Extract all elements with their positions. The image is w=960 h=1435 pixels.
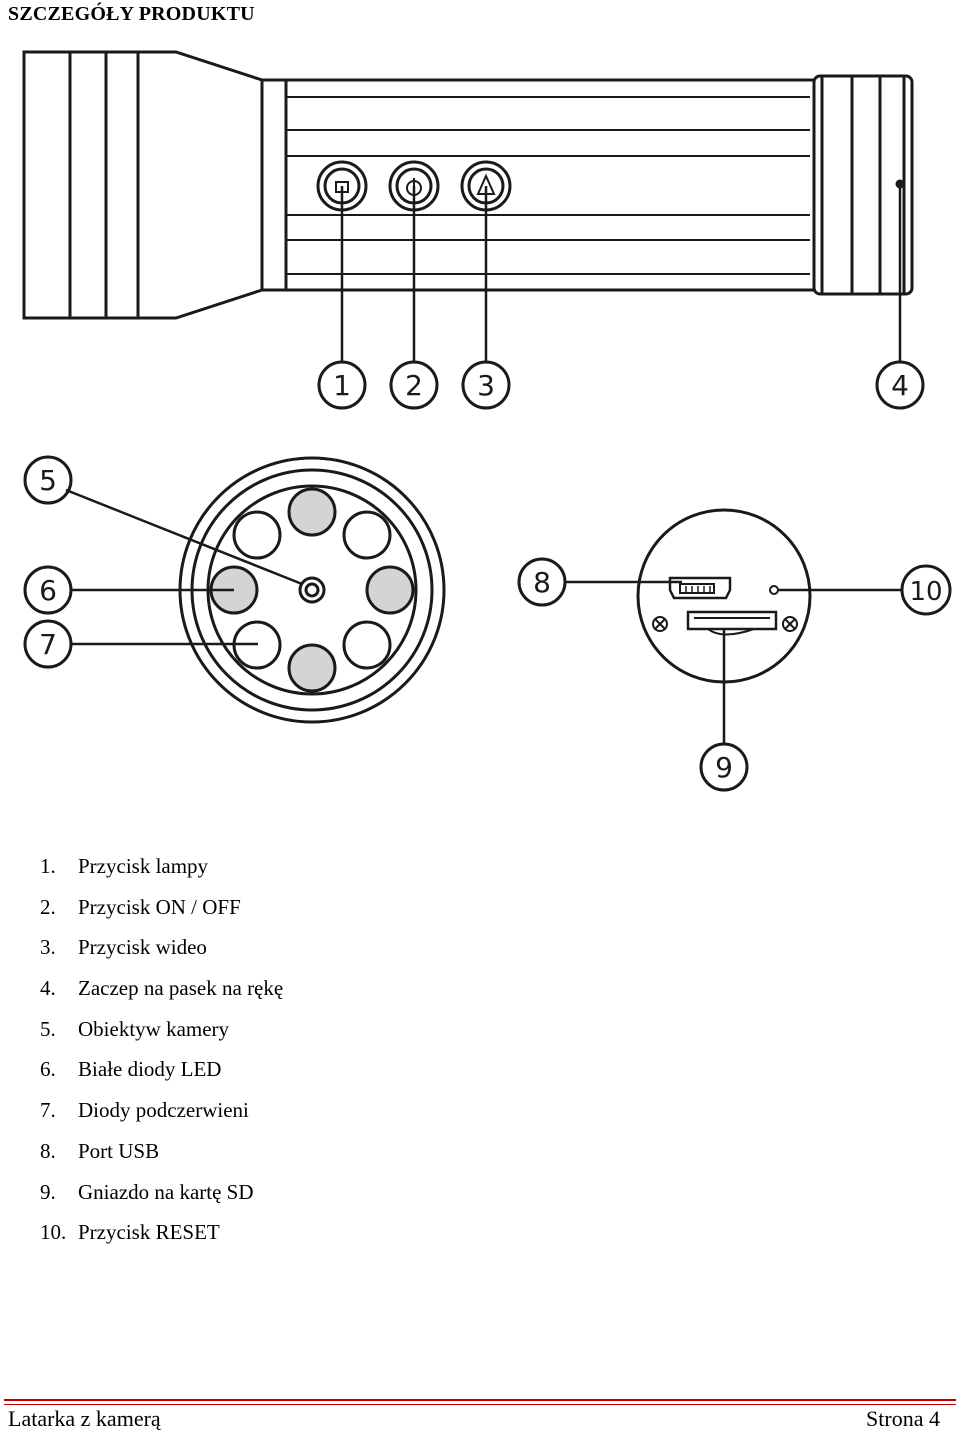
- legend-text: Przycisk RESET: [78, 1220, 220, 1245]
- legend-text: Port USB: [78, 1138, 160, 1163]
- callout-2: [389, 360, 439, 410]
- callout-label-1: 1: [333, 369, 351, 402]
- legend-item: 8. Port USB: [40, 1133, 283, 1174]
- footer-page-number: Strona 4: [866, 1406, 940, 1431]
- callout-label-4: 4: [891, 369, 909, 402]
- legend-item: 3. Przycisk wideo: [40, 929, 283, 970]
- callout-label-9: 9: [715, 751, 733, 784]
- legend-number: 7.: [40, 1098, 56, 1123]
- led-ir-bottom-right: [342, 620, 392, 670]
- led-white-top: [287, 487, 337, 537]
- flashlight-side-view: [22, 50, 914, 320]
- parts-legend: 1. Przycisk lampy 2. Przycisk ON / OFF 3. P…: [40, 848, 283, 1255]
- callout-10: [900, 564, 952, 616]
- legend-text: Obiektyw kamery: [78, 1016, 230, 1041]
- callout-4: [875, 360, 925, 410]
- product-diagram: 1 2 3 4 5 6 7 8 9 10: [22, 50, 952, 792]
- footer-rule-thin: [4, 1404, 956, 1405]
- callout-label-5: 5: [39, 464, 57, 497]
- legend-text: Diody podczerwieni: [78, 1098, 249, 1123]
- led-white-right: [365, 565, 415, 615]
- screw-left-icon: [652, 616, 668, 632]
- callout-label-7: 7: [39, 628, 57, 661]
- led-ir-top-right: [342, 510, 392, 560]
- legend-number: 6.: [40, 1057, 56, 1082]
- page-title: SZCZEGÓŁY PRODUKTU: [8, 3, 255, 25]
- callout-3: [461, 360, 511, 410]
- callout-label-3: 3: [477, 369, 495, 402]
- legend-text: Białe diody LED: [78, 1057, 222, 1082]
- legend-text: Przycisk ON / OFF: [78, 894, 241, 919]
- legend-number: 9.: [40, 1179, 56, 1204]
- legend-number: 4.: [40, 976, 56, 1001]
- screw-right-icon: [782, 616, 798, 632]
- sd-slot-shape: [686, 610, 778, 636]
- callout-5: [23, 455, 73, 505]
- legend-number: 5.: [40, 1016, 56, 1041]
- callout-label-2: 2: [405, 369, 423, 402]
- legend-item: 1. Przycisk lampy: [40, 848, 283, 889]
- legend-item: 7. Diody podczerwieni: [40, 1092, 283, 1133]
- footer-document-title: Latarka z kamerą: [8, 1406, 161, 1431]
- legend-item: 9. Gniazdo na kartę SD: [40, 1174, 283, 1215]
- callout-8: [517, 557, 567, 607]
- legend-item: 2. Przycisk ON / OFF: [40, 889, 283, 930]
- legend-number: 10.: [40, 1220, 67, 1245]
- legend-text: Przycisk lampy: [78, 854, 209, 878]
- legend-text: Przycisk wideo: [78, 935, 207, 960]
- legend-number: 8.: [40, 1138, 56, 1163]
- legend-text: Zaczep na pasek na rękę: [78, 976, 284, 1001]
- legend-number: 1.: [40, 854, 56, 878]
- led-white-bottom: [287, 643, 337, 693]
- legend-number: 3.: [40, 935, 56, 960]
- legend-item: 4. Zaczep na pasek na rękę: [40, 970, 283, 1011]
- legend-item: 5. Obiektyw kamery: [40, 1011, 283, 1052]
- callout-label-6: 6: [39, 574, 57, 607]
- callout-7: [23, 619, 73, 669]
- legend-number: 2.: [40, 894, 56, 919]
- callout-9: [699, 742, 749, 792]
- callout-1: [317, 360, 367, 410]
- legend-item: 10. Przycisk RESET: [40, 1214, 283, 1255]
- led-ir-top-left: [232, 510, 282, 560]
- usb-port-shape: [668, 576, 732, 600]
- callout-6: [23, 565, 73, 615]
- reset-button-shape: [769, 585, 779, 595]
- footer-rule: [4, 1399, 956, 1401]
- legend-item: 6. Białe diody LED: [40, 1051, 283, 1092]
- callout-label-8: 8: [533, 566, 551, 599]
- legend-text: Gniazdo na kartę SD: [78, 1179, 254, 1204]
- callout-label-10: 10: [909, 577, 942, 607]
